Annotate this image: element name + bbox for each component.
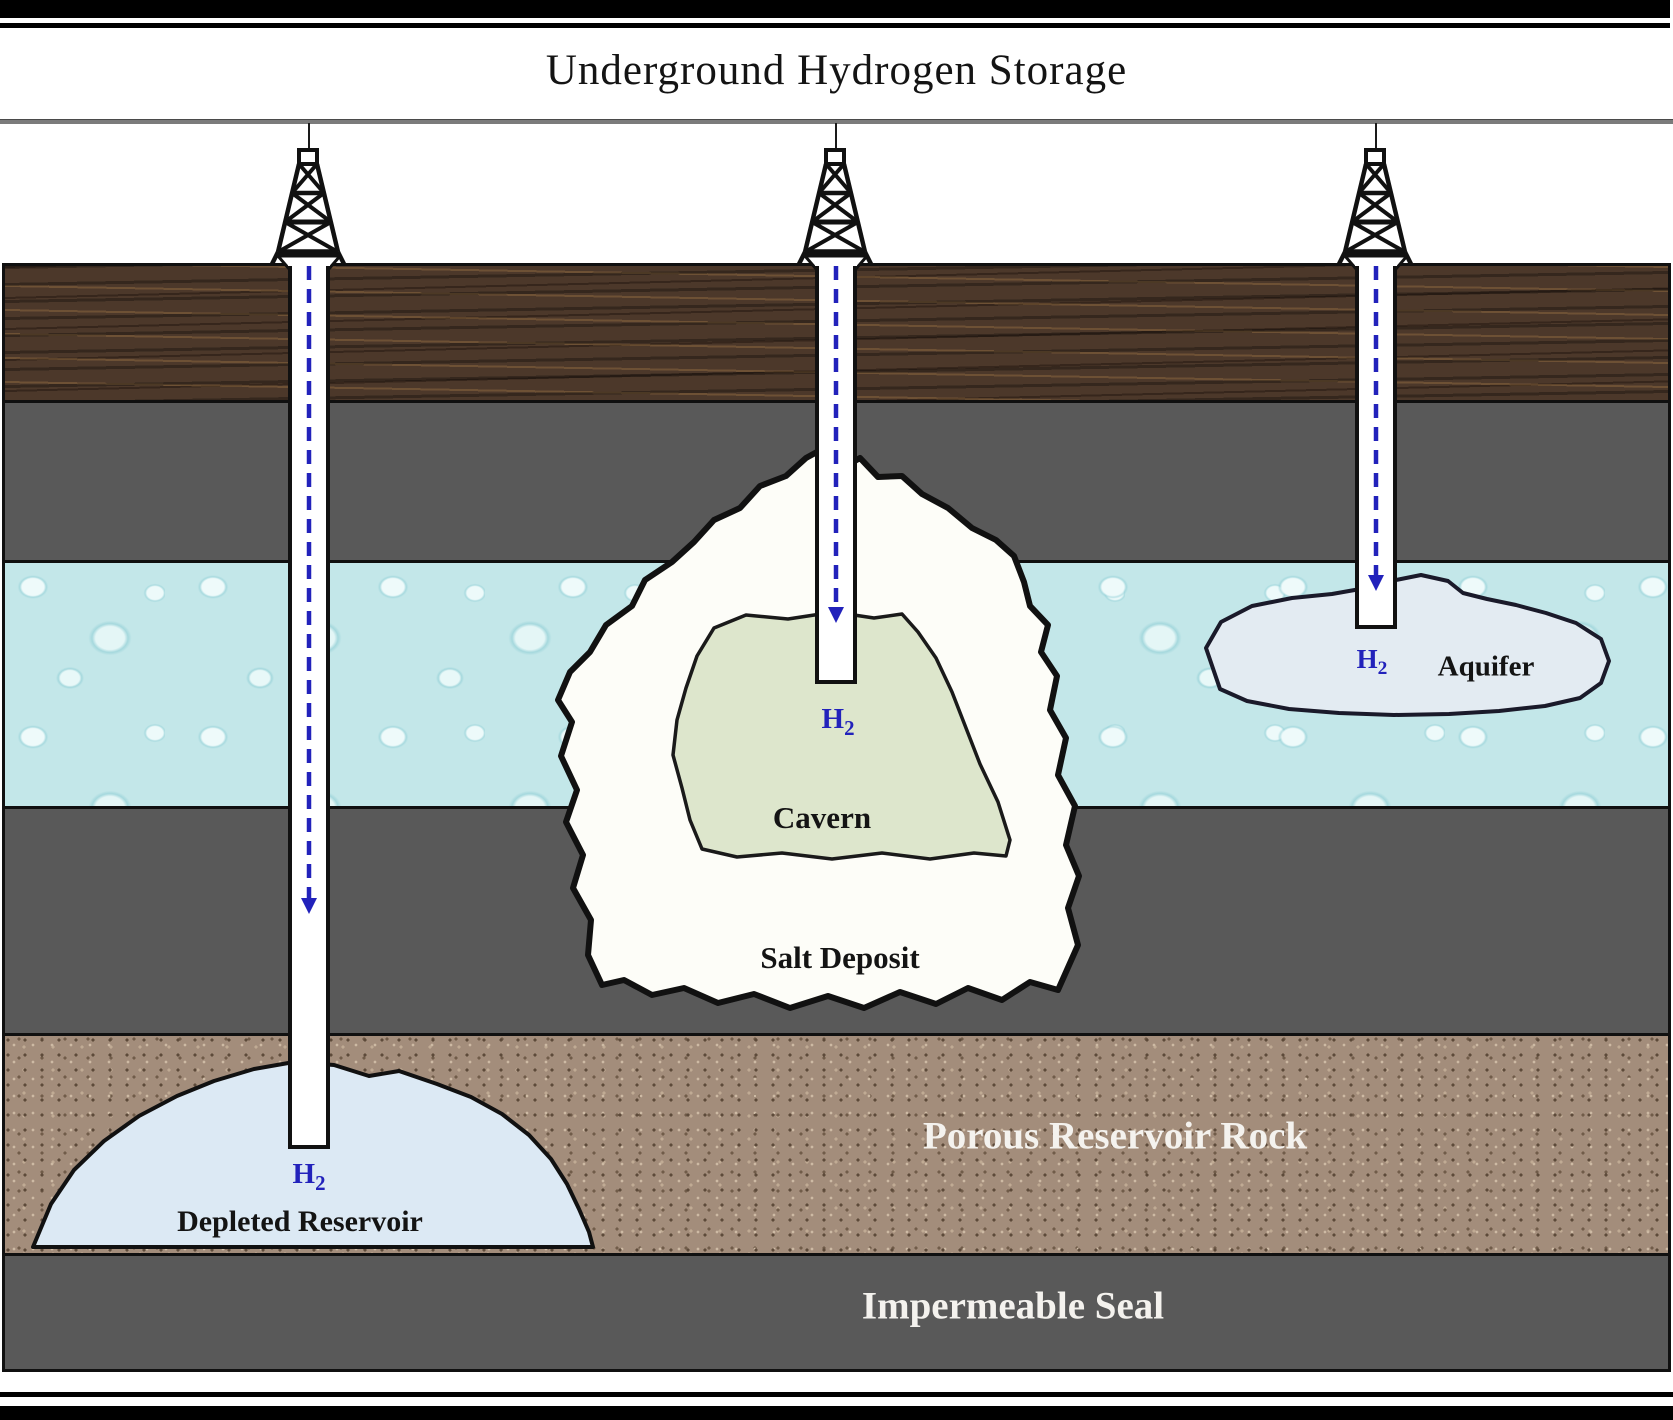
bottom-frame-line <box>0 1392 1673 1397</box>
bottom-frame-bar <box>0 1406 1673 1420</box>
aquifer-label: Aquifer <box>1437 650 1535 683</box>
impermeable-seal-label: Impermeable Seal <box>861 1284 1165 1328</box>
h2-label-cavern: H2 <box>821 703 855 740</box>
impermeable-seal-layer <box>5 1253 1668 1369</box>
top-frame-bar <box>0 0 1670 18</box>
depleted-reservoir-label: Depleted Reservoir <box>177 1205 423 1238</box>
caprock-layer-lower <box>5 806 1668 1033</box>
well-mast-line-1 <box>308 123 310 150</box>
page-title: Underground Hydrogen Storage <box>545 47 1128 94</box>
water-bearing-layer <box>5 560 1668 806</box>
top-frame-line <box>0 23 1670 28</box>
derrick-icon-3 <box>1333 148 1417 264</box>
well-mast-line-3 <box>1375 123 1377 150</box>
derrick-icon-2 <box>793 148 877 264</box>
salt-deposit-label: Salt Deposit <box>760 940 920 975</box>
derrick-icon-1 <box>266 148 350 264</box>
porous-reservoir-rock-label: Porous Reservoir Rock <box>922 1114 1308 1158</box>
cavern-label: Cavern <box>772 800 872 835</box>
caprock-layer-upper <box>5 400 1668 560</box>
topsoil-layer <box>5 266 1668 400</box>
h2-label-depleted: H2 <box>292 1158 326 1195</box>
well-mast-line-2 <box>835 123 837 150</box>
surface-rule <box>0 119 1673 124</box>
h2-label-aquifer: H2 <box>1356 643 1388 680</box>
